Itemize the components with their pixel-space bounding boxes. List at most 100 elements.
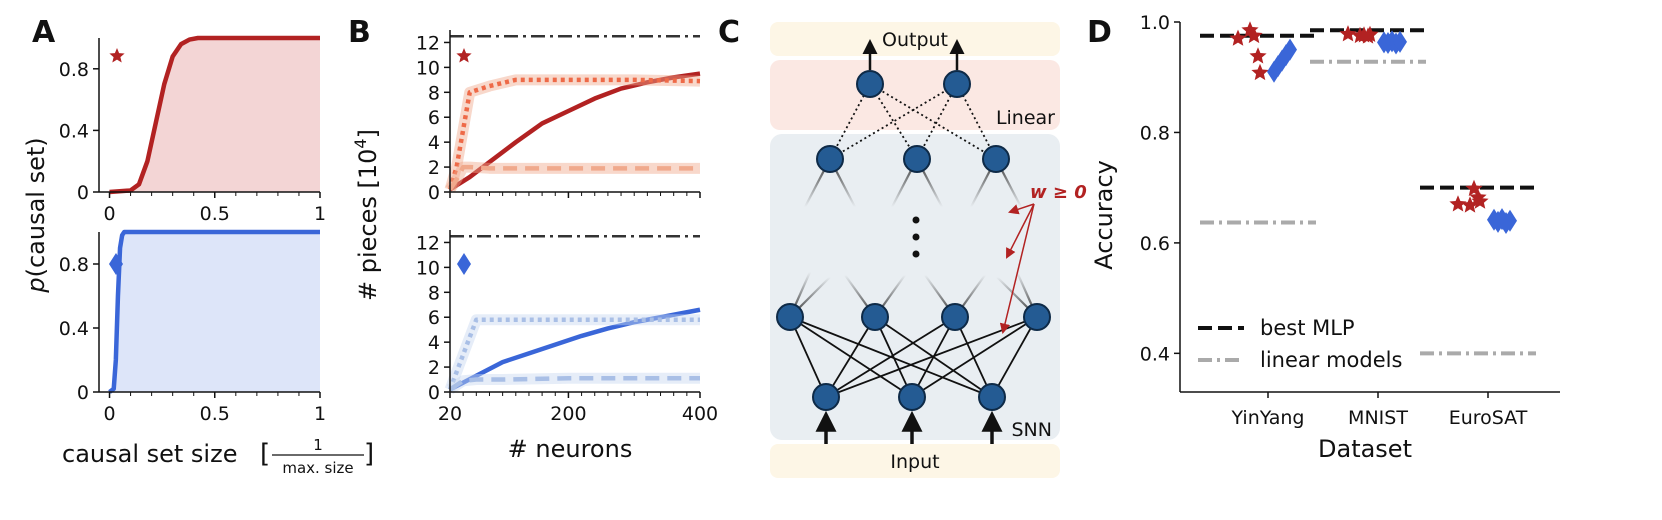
svg-text:[: [	[260, 439, 270, 469]
cdf-line	[109, 35, 320, 195]
linear-edge	[916, 83, 958, 160]
y-tick-label: 12	[416, 32, 440, 54]
input-edge	[789, 316, 993, 398]
x-tick-label: 0	[103, 403, 115, 425]
a-ylabel: p(causal set)	[22, 137, 50, 293]
diamond-icon	[457, 253, 471, 275]
neuron-node	[1023, 303, 1051, 331]
neuron-node	[898, 383, 926, 411]
series-line-dashed	[448, 376, 700, 392]
output-label: Output	[882, 29, 948, 51]
star-icon	[1245, 26, 1263, 44]
d-xlabel: Dataset	[1318, 435, 1412, 463]
diamond-icon	[1503, 209, 1517, 232]
input-edge	[789, 316, 913, 398]
y-tick-label: 4	[428, 332, 440, 354]
y-tick-label: 0	[428, 182, 440, 204]
neuron-node	[941, 303, 969, 331]
y-tick-label: 0.4	[59, 120, 89, 142]
legend-label: best MLP	[1260, 316, 1355, 340]
star-icon	[1471, 192, 1489, 209]
output-box	[770, 22, 1060, 56]
b-ylabel: # pieces [104]	[351, 129, 382, 301]
y-tick-label: 6	[428, 307, 440, 329]
neuron-node	[861, 303, 889, 331]
star-icon	[1339, 25, 1357, 42]
diamond-icon	[1393, 30, 1407, 53]
linear-edge	[956, 83, 997, 160]
y-tick-label: 12	[416, 232, 440, 254]
y-tick-label: 0	[77, 382, 89, 404]
y-tick-label: 8	[428, 282, 440, 304]
linear-edge	[829, 83, 871, 160]
y-tick-label: 10	[416, 257, 440, 279]
a-xlabel: causal set size [ 1 max. size ]	[62, 436, 374, 477]
svg-text:causal set size: causal set size	[62, 440, 237, 468]
category-label: MNIST	[1348, 407, 1408, 429]
neuron-node	[978, 383, 1006, 411]
snn-box	[770, 134, 1060, 440]
legend-label: linear models	[1260, 348, 1402, 372]
input-edge	[991, 316, 1038, 398]
neuron-node	[776, 303, 804, 331]
diamond-icon	[109, 253, 123, 275]
weight-arrow	[1008, 203, 1035, 215]
ellipsis-dot	[912, 233, 920, 241]
input-label: Input	[890, 451, 939, 473]
uncertainty-band	[446, 372, 700, 395]
neuron-node	[816, 145, 844, 173]
star-icon	[456, 48, 472, 63]
x-tick-label: 0	[103, 203, 115, 225]
panel-letter-a: A	[32, 15, 56, 50]
star-icon	[1229, 29, 1247, 46]
area-fill	[109, 232, 321, 392]
svg-text:1: 1	[313, 436, 323, 454]
star-icon	[1461, 196, 1479, 213]
series-line-dashed	[448, 164, 700, 191]
star-icon	[1361, 25, 1379, 42]
ellipsis-dot	[912, 250, 920, 258]
legend: best MLP linear models	[1198, 316, 1402, 372]
series-line-dotted	[447, 77, 701, 191]
x-tick-label: 1	[314, 403, 326, 425]
star-icon	[1249, 47, 1267, 64]
ellipsis-dot	[912, 216, 920, 224]
panel-letter-d: D	[1087, 15, 1112, 50]
x-tick-label: 0.5	[200, 403, 230, 425]
y-tick-label: 0	[428, 382, 440, 404]
star-icon	[1449, 195, 1467, 212]
chart-a-top: 0 0.4 0.8 0 0.5 1	[59, 35, 326, 225]
category-label: EuroSAT	[1449, 407, 1528, 429]
y-tick-label: 8	[428, 82, 440, 104]
d-ylabel: Accuracy	[1090, 160, 1118, 270]
weight-arrow	[1006, 203, 1035, 259]
y-tick-label: 1.0	[1140, 12, 1170, 34]
y-tick-label: 0	[77, 182, 89, 204]
input-edge	[789, 316, 827, 398]
neuron-node	[812, 383, 840, 411]
x-tick-label: 400	[682, 403, 718, 425]
y-tick-label: 0.8	[1140, 122, 1170, 144]
input-edge	[874, 316, 993, 398]
panel-letter-c: C	[718, 15, 740, 50]
x-tick-label: 0.5	[200, 203, 230, 225]
y-tick-label: 10	[416, 57, 440, 79]
neuron-node	[856, 70, 884, 98]
x-tick-label: 1	[314, 203, 326, 225]
series-line-dotted	[447, 317, 700, 391]
svg-text:]: ]	[364, 439, 374, 469]
input-edge	[954, 316, 993, 398]
x-tick-label: 200	[550, 403, 586, 425]
area-fill	[109, 38, 321, 192]
y-tick-label: 0.8	[59, 59, 89, 81]
y-tick-label: 4	[428, 132, 440, 154]
input-edge	[911, 316, 1038, 398]
weight-label: w ≥ 0	[1030, 182, 1087, 203]
neuron-node	[943, 70, 971, 98]
snn-label: SNN	[1012, 419, 1053, 441]
